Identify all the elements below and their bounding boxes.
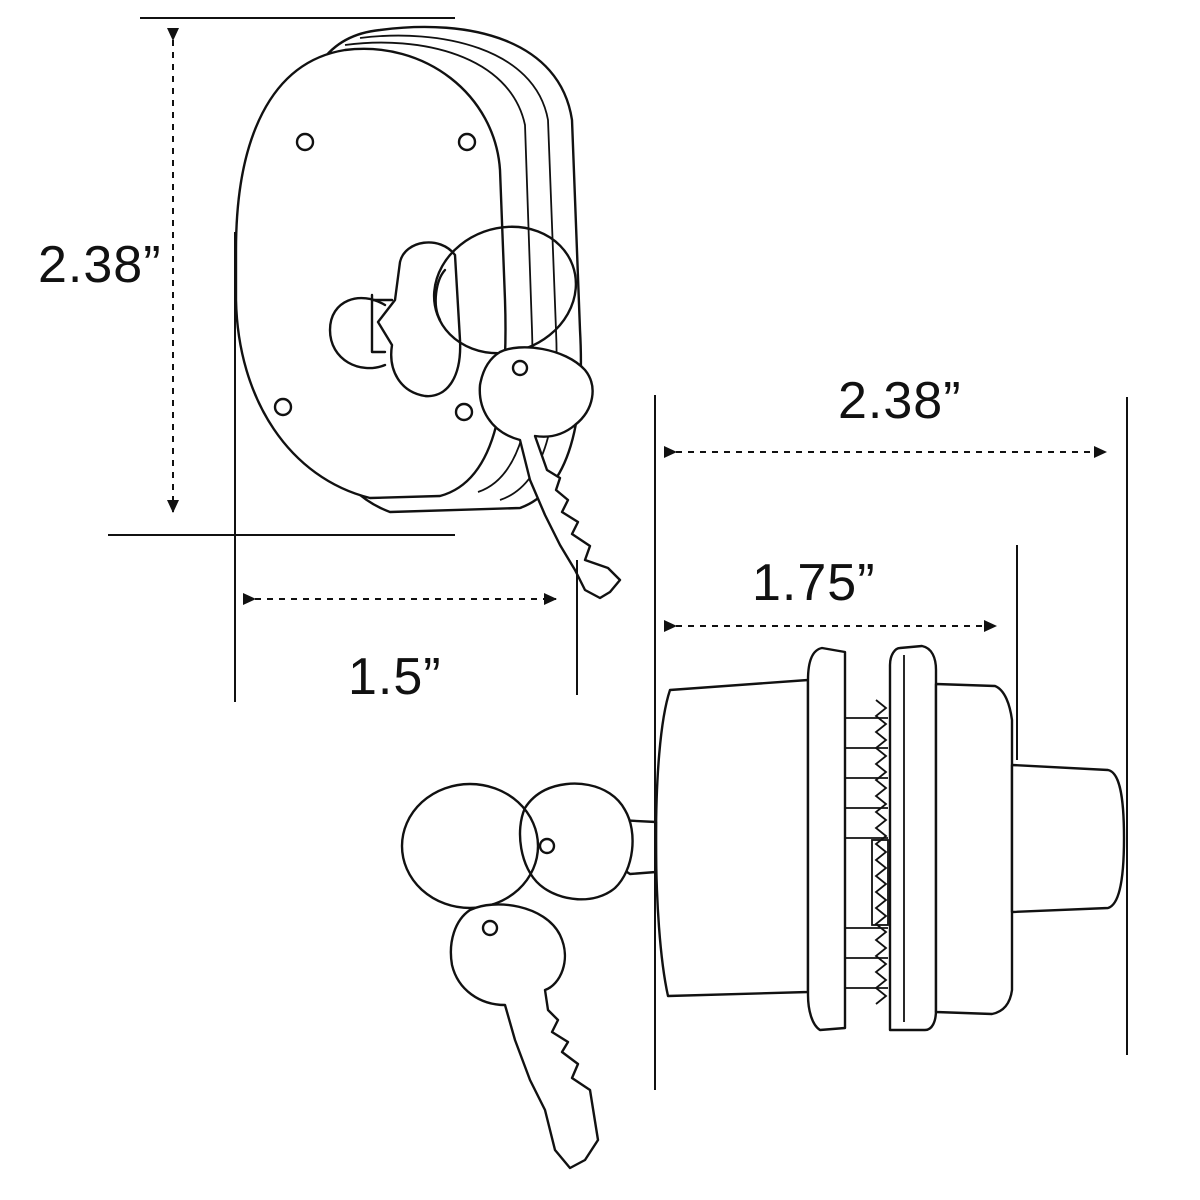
- side-lock-front-body: [934, 682, 1014, 1016]
- key-hole-icon: [538, 837, 556, 855]
- front-height-dimension: 2.38”: [38, 17, 455, 536]
- keyhole-slot: [370, 293, 394, 354]
- side-lock-rear-body: [654, 678, 810, 998]
- side-lock-rear-flange: [806, 646, 847, 1032]
- side-view-lock-drawing: [400, 644, 1126, 1170]
- keyhole-icon: [328, 296, 387, 370]
- mounting-hole-icon: [295, 132, 315, 152]
- mounting-hole-icon: [454, 402, 474, 422]
- side-lock-plunger: [1010, 763, 1126, 914]
- front-width-label: 1.5”: [348, 648, 442, 706]
- side-hanging-key: [449, 903, 600, 1170]
- front-width-dimension: 1.5”: [234, 232, 578, 706]
- ratchet-teeth: [845, 699, 889, 1005]
- mounting-hole-icon: [273, 397, 293, 417]
- front-lock-face-plate: [234, 47, 507, 500]
- side-overall-width-label: 2.38”: [838, 372, 962, 430]
- front-height-label: 2.38”: [38, 236, 162, 294]
- key-hole-icon: [511, 359, 529, 377]
- front-hanging-key: [478, 346, 622, 600]
- side-lock-front-flange: [888, 644, 938, 1032]
- side-body-width-dimension: 1.75”: [664, 545, 1018, 760]
- key-ring-inner: [434, 268, 447, 322]
- mounting-hole-icon: [457, 132, 477, 152]
- front-lock-shell-ridge: [344, 41, 534, 493]
- side-overall-width-dimension: 2.38”: [654, 372, 1128, 1090]
- key-hole-icon: [481, 919, 499, 937]
- front-view-lock-drawing: [234, 25, 622, 600]
- key-ring-icon: [400, 782, 540, 910]
- side-body-width-label: 1.75”: [752, 554, 876, 612]
